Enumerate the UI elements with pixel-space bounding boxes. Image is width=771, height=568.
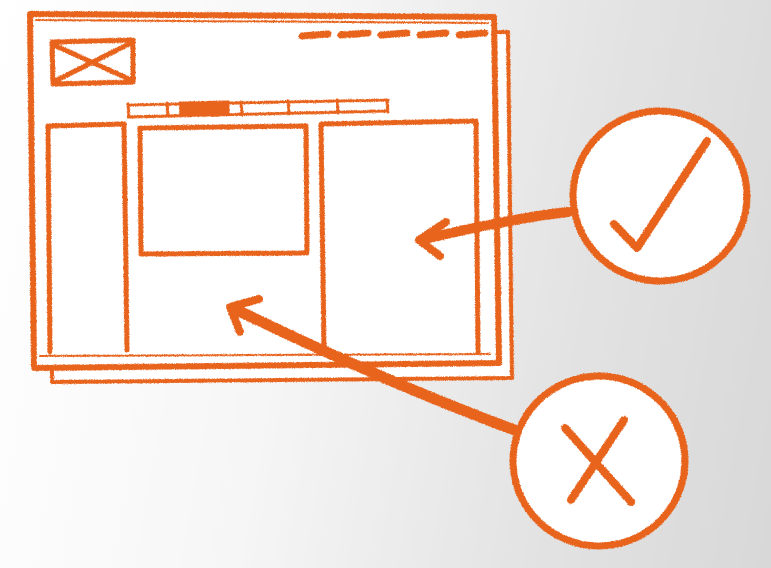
x-mark-badge [513, 376, 685, 546]
header-link [381, 33, 407, 35]
header-link [459, 33, 485, 35]
header-link [341, 33, 368, 35]
header-link [420, 33, 446, 35]
header-link [302, 34, 328, 36]
checkmark-badge [573, 111, 747, 281]
header-links [302, 33, 485, 36]
nav-tab-active [180, 102, 228, 115]
